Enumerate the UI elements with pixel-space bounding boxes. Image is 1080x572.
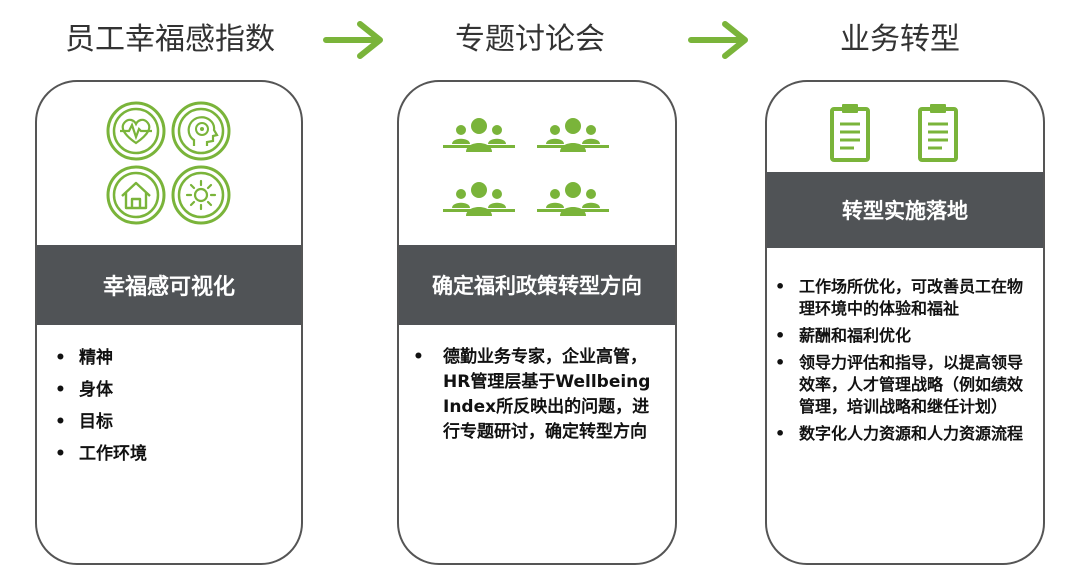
heartbeat-icon — [106, 101, 166, 161]
meeting-group-icon — [537, 182, 609, 216]
stage-band-2: 确定福利政策转型方向 — [399, 245, 675, 325]
stage-title-1: 员工幸福感指数 — [65, 22, 275, 57]
meeting-group-icon — [443, 182, 515, 216]
meeting-group-icon — [537, 118, 609, 152]
stage-title-3: 业务转型 — [840, 22, 960, 57]
arrow-right-icon — [688, 21, 748, 59]
stage-card-2: 确定福利政策转型方向 •德勤业务专家，企业高管，HR管理层基于Wellbeing… — [397, 80, 677, 565]
clipboard-icon — [918, 104, 958, 162]
clipboard-icon — [830, 104, 870, 162]
stage-card-1: 幸福感可视化 •精神 •身体 •目标 •工作环境 — [35, 80, 303, 565]
bullet-item: •工作环境 — [55, 444, 147, 464]
bullet-item: •工作场所优化，可改善员工在物理环境中的体验和福祉 — [775, 277, 1024, 318]
meeting-group-icon — [443, 118, 515, 152]
sun-icon — [171, 165, 231, 225]
stage-band-1: 幸福感可视化 — [37, 245, 301, 325]
head-target-icon — [171, 101, 231, 161]
arrow-right-icon — [323, 21, 383, 59]
bullet-item: •领导力评估和指导，以提高领导效率，人才管理战略（例如绩效管理，培训战略和继任计… — [775, 353, 1024, 416]
bullet-item: •身体 — [55, 380, 113, 400]
home-icon — [106, 165, 166, 225]
stage-card-3: 转型实施落地 •工作场所优化，可改善员工在物理环境中的体验和福祉 •薪酬和福利优… — [765, 80, 1045, 565]
bullet-item: •薪酬和福利优化 — [775, 326, 912, 345]
bullet-item: •数字化人力资源和人力资源流程 — [775, 424, 1024, 443]
bullet-list-2: •德勤业务专家，企业高管，HR管理层基于Wellbeing Index所反映出的… — [413, 345, 663, 445]
stage-band-3: 转型实施落地 — [767, 172, 1043, 248]
bullet-item: •德勤业务专家，企业高管，HR管理层基于Wellbeing Index所反映出的… — [413, 347, 651, 442]
bullet-list-3: •工作场所优化，可改善员工在物理环境中的体验和福祉 •薪酬和福利优化 •领导力评… — [775, 276, 1033, 445]
bullet-item: •精神 — [55, 348, 113, 368]
bullet-list-1: •精神 •身体 •目标 •工作环境 — [55, 342, 275, 470]
bullet-item: •目标 — [55, 412, 113, 432]
stage-title-2: 专题讨论会 — [455, 22, 605, 57]
